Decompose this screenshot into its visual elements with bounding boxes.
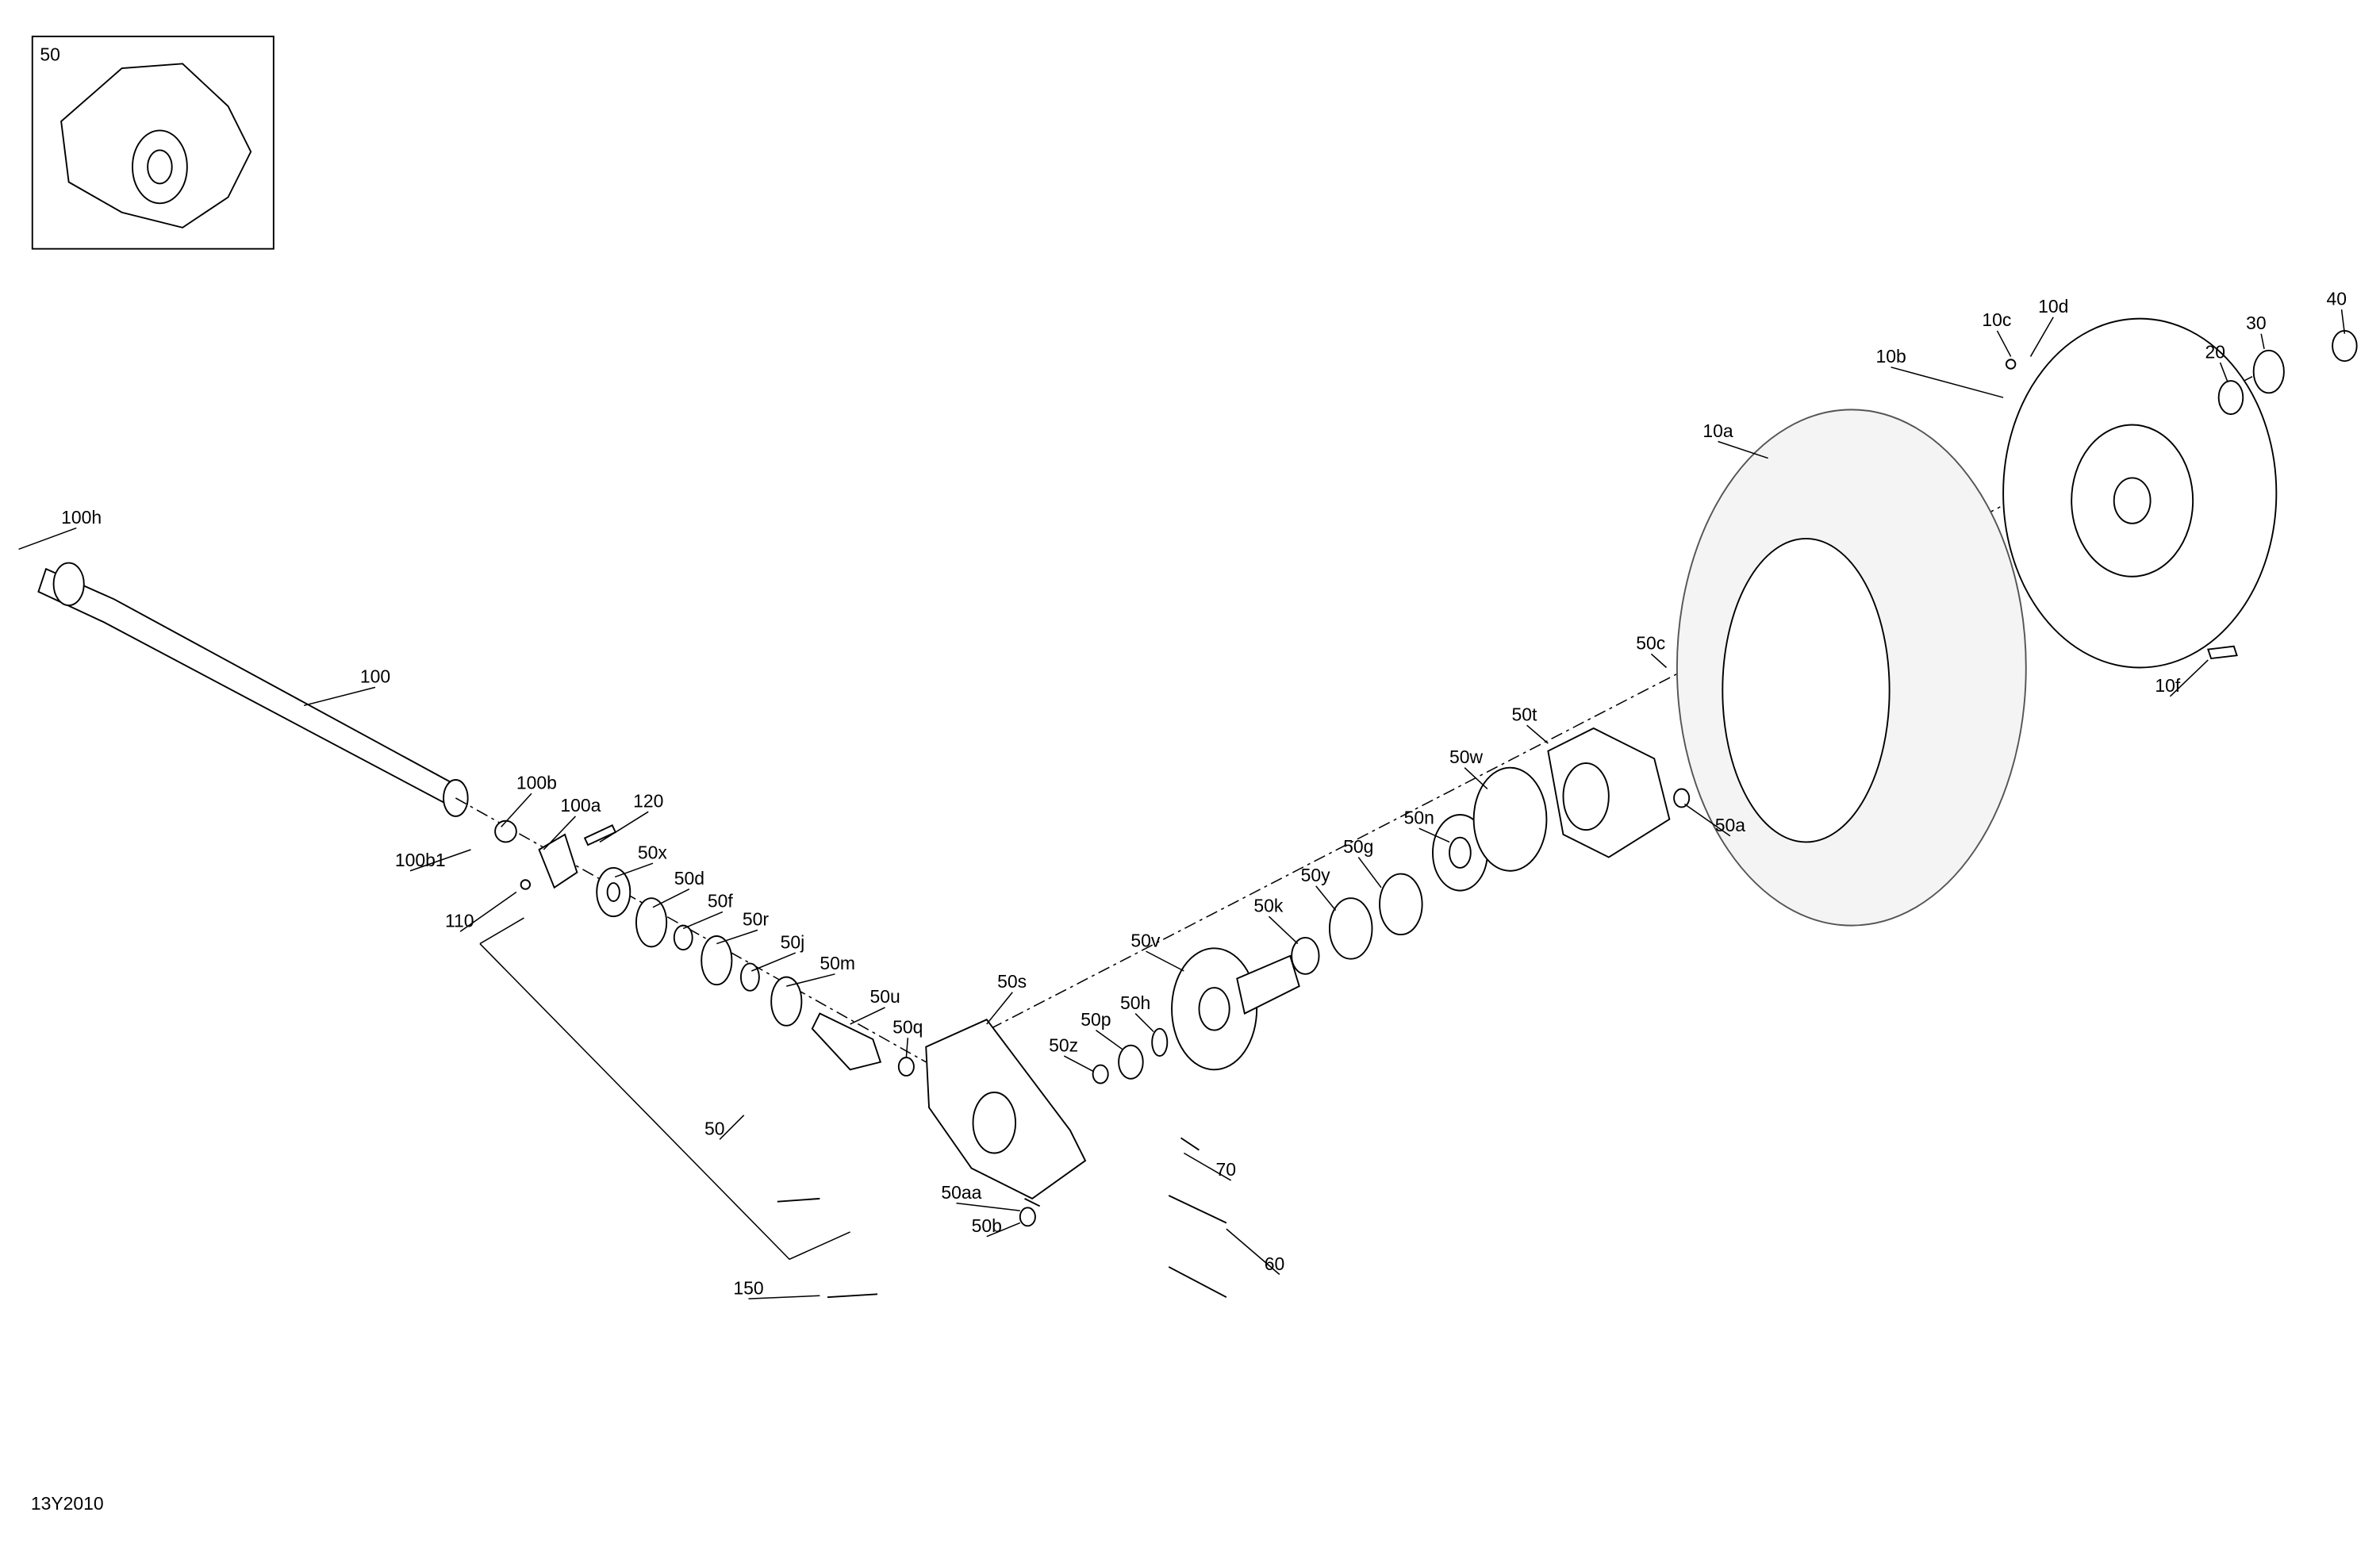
- inset-label: 50: [40, 44, 60, 64]
- callout-50g: 50g: [1343, 836, 1373, 857]
- leader-line: [599, 811, 649, 843]
- leader-line: [905, 1038, 909, 1058]
- leader-line: [1063, 1055, 1093, 1072]
- callout-100h: 100h: [61, 507, 102, 528]
- callout-50f: 50f: [708, 891, 734, 912]
- leader-line: [459, 891, 517, 932]
- leader-line: [1134, 1013, 1154, 1033]
- leader-line: [18, 527, 77, 551]
- callout-10d: 10d: [2038, 296, 2068, 317]
- leader-line: [1268, 915, 1299, 945]
- leader-line: [850, 1007, 885, 1025]
- drive-shaft: [37, 562, 469, 817]
- leader-line: [956, 1202, 1020, 1211]
- leader-line: [1183, 1152, 1232, 1181]
- callout-50k: 50k: [1253, 895, 1284, 915]
- callout-10b: 10b: [1875, 346, 1906, 367]
- leader-line: [1718, 440, 1768, 459]
- tire: [1676, 409, 2027, 927]
- callout-120: 120: [633, 790, 663, 811]
- callout-100a: 100a: [560, 795, 601, 816]
- callout-100b: 100b: [516, 772, 557, 793]
- callout-10c: 10c: [1982, 309, 2011, 330]
- leader-line: [682, 911, 724, 930]
- leader-line: [986, 992, 1013, 1025]
- callout-50h: 50h: [1120, 992, 1150, 1013]
- leader-line: [303, 686, 376, 707]
- leader-line: [543, 816, 576, 850]
- leader-line: [986, 1222, 1021, 1238]
- leader-line: [2260, 333, 2265, 350]
- leader-line: [748, 1295, 820, 1299]
- callout-110: 110: [445, 911, 474, 931]
- leader-line: [614, 862, 654, 878]
- leader-line: [2340, 309, 2346, 334]
- callout-50x: 50x: [638, 842, 668, 862]
- leader-line: [786, 973, 835, 987]
- leader-line: [1315, 885, 1337, 911]
- figure-code: 13Y2010: [31, 1493, 104, 1514]
- leader-line: [409, 849, 471, 872]
- leader-line: [750, 952, 797, 972]
- leader-line: [1146, 950, 1184, 972]
- callout-50b: 50b: [972, 1215, 1002, 1236]
- callout-50d: 50d: [674, 868, 704, 889]
- leader-line: [716, 929, 758, 945]
- callout-40: 40: [2326, 288, 2347, 309]
- leader-line: [1684, 803, 1731, 837]
- leader-line: [1526, 724, 1549, 744]
- leader-line: [652, 889, 690, 908]
- callout-50w: 50w: [1449, 747, 1484, 767]
- callout-50: 50: [704, 1119, 725, 1139]
- callout-20: 20: [2205, 341, 2225, 362]
- callout-50s: 50s: [997, 971, 1027, 992]
- drivetrain-parts: [494, 645, 2238, 1299]
- callout-50u: 50u: [869, 986, 900, 1007]
- callout-50q: 50q: [892, 1016, 923, 1037]
- callout-50n: 50n: [1404, 807, 1434, 827]
- leader-line: [2219, 362, 2228, 383]
- callout-50c: 50c: [1636, 633, 1665, 654]
- leader-line: [2029, 317, 2054, 357]
- leader-line: [501, 793, 532, 827]
- callout-50y: 50y: [1301, 865, 1331, 885]
- callout-50v: 50v: [1130, 930, 1161, 950]
- leader-line: [719, 1115, 745, 1140]
- callout-150: 150: [733, 1277, 763, 1298]
- callout-50p: 50p: [1081, 1009, 1111, 1030]
- callout-70: 70: [1216, 1159, 1237, 1180]
- leader-line: [1357, 857, 1382, 889]
- wheel-rim: [2002, 317, 2358, 669]
- leader-line: [1650, 653, 1668, 669]
- callout-100: 100: [360, 666, 390, 687]
- callout-50r: 50r: [743, 909, 770, 930]
- callout-50z: 50z: [1049, 1034, 1078, 1055]
- callout-50j: 50j: [781, 931, 805, 952]
- leader-line: [1418, 827, 1450, 843]
- leader-line: [1996, 330, 2012, 357]
- leader-line: [1891, 367, 2004, 398]
- callout-10f: 10f: [2155, 675, 2181, 696]
- callout-10a: 10a: [1702, 420, 1733, 441]
- callout-50aa: 50aa: [941, 1182, 981, 1203]
- leader-line: [2169, 659, 2209, 697]
- callout-30: 30: [2246, 313, 2267, 333]
- callout-60: 60: [1265, 1253, 1285, 1274]
- leader-line: [1226, 1228, 1280, 1276]
- callout-50a: 50a: [1715, 815, 1746, 835]
- leader-line: [1095, 1029, 1124, 1051]
- inset-housing-view: 50: [31, 35, 274, 250]
- callout-50t: 50t: [1511, 704, 1537, 724]
- callout-100b1: 100b1: [395, 850, 446, 870]
- callout-50m: 50m: [820, 953, 855, 973]
- leader-line: [1464, 767, 1488, 790]
